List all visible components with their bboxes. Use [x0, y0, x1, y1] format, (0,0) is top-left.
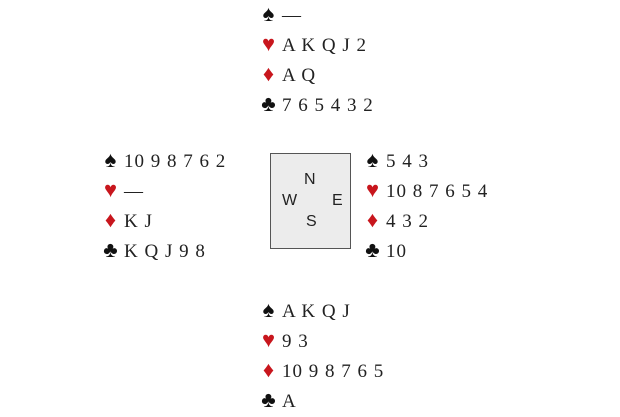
diamond-icon: ♦	[262, 357, 276, 382]
north-hearts-row: ♥A K Q J 2	[258, 29, 374, 59]
east-diamonds-cards: 4 3 2	[386, 211, 429, 232]
north-diamonds-row: ♦ A Q	[258, 59, 374, 89]
south-spades-row: ♠ A K Q J	[258, 295, 384, 325]
south-hearts-row: ♥9 3	[258, 325, 384, 355]
east-clubs-cards: 10	[386, 241, 407, 262]
south-spades-cards: A K Q J	[282, 301, 351, 322]
east-spades-row: ♠ 5 4 3	[362, 145, 488, 175]
west-diamonds-cards: K J	[124, 211, 153, 232]
north-hand: ♠—♥A K Q J 2♦A Q♣7 6 5 4 3 2	[258, 0, 374, 119]
club-icon: ♣	[103, 237, 119, 262]
compass-west: W	[282, 192, 298, 209]
compass-south: S	[306, 213, 317, 230]
diamond-icon: ♦	[104, 207, 118, 232]
club-icon: ♣	[365, 237, 381, 262]
west-spades-row: ♠ 10 9 8 7 6 2	[100, 145, 226, 175]
west-hand: ♠10 9 8 7 6 2♥—♦K J♣K Q J 9 8	[100, 145, 226, 265]
compass-north: N	[304, 171, 316, 188]
east-spades-cards: 5 4 3	[386, 151, 429, 172]
west-clubs-cards: K Q J 9 8	[124, 241, 206, 262]
spade-icon: ♠	[104, 147, 118, 172]
club-icon: ♣	[261, 91, 277, 116]
compass-box: N W E S	[270, 153, 351, 249]
east-hearts-row: ♥10 8 7 6 5 4	[362, 175, 488, 205]
north-clubs-row: ♣7 6 5 4 3 2	[258, 89, 374, 119]
north-spades-row: ♠—	[258, 0, 374, 29]
diamond-icon: ♦	[262, 61, 276, 86]
spade-icon: ♠	[366, 147, 380, 172]
south-diamonds-cards: 10 9 8 7 6 5	[282, 361, 385, 382]
west-clubs-row: ♣K Q J 9 8	[100, 235, 226, 265]
east-hearts-cards: 10 8 7 6 5 4	[386, 181, 489, 202]
east-hand: ♠5 4 3♥10 8 7 6 5 4♦4 3 2♣10	[362, 145, 488, 265]
heart-icon: ♥	[103, 177, 119, 202]
north-hearts-cards: A K Q J 2	[282, 35, 368, 56]
east-diamonds-row: ♦ 4 3 2	[362, 205, 488, 235]
heart-icon: ♥	[261, 31, 277, 56]
south-hand: ♠A K Q J♥9 3♦10 9 8 7 6 5♣A	[258, 295, 384, 415]
heart-icon: ♥	[365, 177, 381, 202]
club-icon: ♣	[261, 387, 277, 412]
north-diamonds-cards: A Q	[282, 65, 317, 86]
spade-icon: ♠	[262, 1, 276, 26]
west-hearts-cards: —	[124, 181, 144, 202]
compass-east: E	[332, 192, 343, 209]
south-diamonds-row: ♦ 10 9 8 7 6 5	[258, 355, 384, 385]
north-spades-cards: —	[282, 5, 302, 26]
south-hearts-cards: 9 3	[282, 331, 309, 352]
heart-icon: ♥	[261, 327, 277, 352]
east-clubs-row: ♣10	[362, 235, 488, 265]
west-spades-cards: 10 9 8 7 6 2	[124, 151, 227, 172]
north-clubs-cards: 7 6 5 4 3 2	[282, 95, 374, 116]
west-hearts-row: ♥—	[100, 175, 226, 205]
spade-icon: ♠	[262, 297, 276, 322]
west-diamonds-row: ♦ K J	[100, 205, 226, 235]
diamond-icon: ♦	[366, 207, 380, 232]
south-clubs-row: ♣A	[258, 385, 384, 415]
south-clubs-cards: A	[282, 391, 297, 412]
